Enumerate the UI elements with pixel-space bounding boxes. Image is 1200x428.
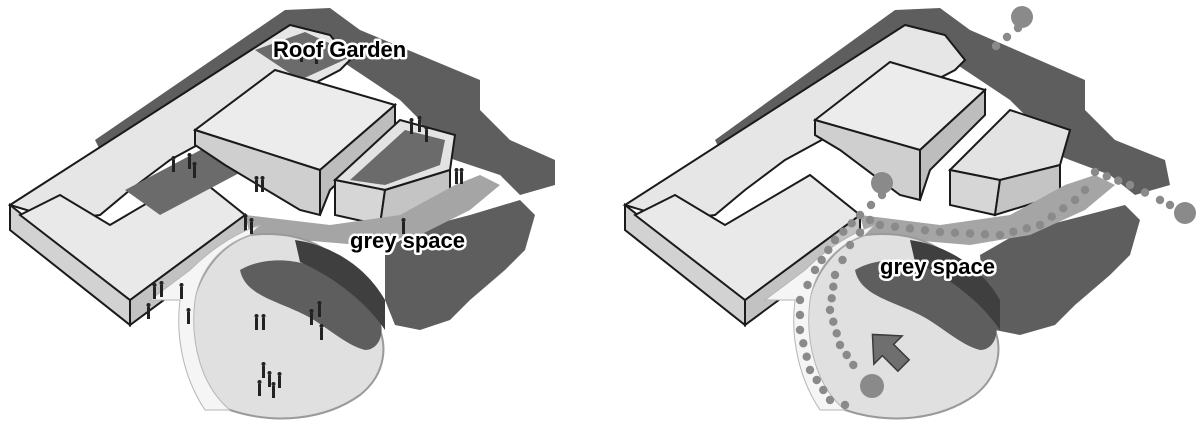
circulation-dot	[1022, 224, 1031, 233]
roof-garden-label: Roof Garden	[273, 37, 406, 62]
circulation-dot	[827, 294, 836, 303]
circulation-dot	[795, 295, 805, 305]
circulation-dot	[905, 224, 915, 233]
circulation-dot	[817, 255, 826, 265]
left-upper-roof-garden	[255, 32, 355, 80]
circulation-dot	[935, 227, 945, 237]
svg-text:grey space: grey space	[880, 254, 995, 279]
right-main-building-roof	[633, 173, 862, 302]
circulation-dot	[839, 227, 848, 236]
circulation-dot	[1165, 200, 1175, 210]
circulation-dot	[1002, 32, 1012, 42]
svg-text:Roof Garden: Roof Garden	[273, 37, 406, 62]
circulation-node-mid	[871, 172, 893, 194]
circulation-dot	[825, 305, 835, 315]
circulation-dot	[824, 245, 833, 255]
circulation-dot	[855, 210, 865, 220]
circulation-dot	[795, 325, 805, 335]
left-curved-stair	[295, 240, 385, 330]
circulation-dot	[1059, 204, 1068, 213]
circulation-dot	[1114, 176, 1123, 185]
circulation-dot	[795, 310, 805, 320]
right-courtyard-shadow	[855, 260, 997, 350]
circulation-dot	[832, 329, 841, 338]
right-curved-stair	[910, 240, 1000, 330]
circulation-dot	[1102, 172, 1111, 181]
circulation-dot	[1125, 180, 1135, 190]
circulation-dot	[1070, 195, 1080, 205]
right-panel: grey space grey space	[622, 6, 1196, 420]
circulation-dot	[1080, 185, 1090, 195]
circulation-dot	[805, 365, 815, 375]
left-grey-space-label: grey space	[350, 228, 465, 253]
circulation-dot	[812, 375, 821, 385]
circulation-dot	[829, 282, 838, 291]
svg-text:grey space: grey space	[350, 228, 465, 253]
circulation-dot	[1155, 195, 1165, 205]
right-center-block-side	[919, 87, 986, 201]
circulation-dot	[920, 226, 930, 235]
circulation-dot	[1035, 220, 1045, 230]
people-silhouette-icon	[146, 46, 464, 398]
circulation-dot	[825, 395, 835, 405]
circulation-dot	[799, 339, 808, 348]
circulation-dot	[810, 265, 820, 275]
circulation-dot	[866, 200, 876, 210]
circulation-dot	[1047, 212, 1056, 221]
circulation-dot	[1009, 227, 1018, 236]
left-panel: Roof Garden Roof Garden grey space grey …	[7, 8, 555, 420]
circulation-dot	[995, 230, 1005, 240]
left-grey-band	[245, 175, 500, 245]
circulation-dots-icon	[795, 23, 1175, 410]
circulation-dot	[865, 215, 875, 225]
right-grey-space-label: grey space	[880, 254, 995, 279]
circulation-dot	[830, 270, 840, 280]
circulation-dot	[840, 400, 850, 410]
circulation-dot	[842, 350, 851, 360]
circulation-dot	[965, 229, 975, 238]
circulation-dot	[849, 360, 858, 370]
direction-arrow-icon	[871, 333, 911, 373]
circulation-dot	[950, 228, 960, 237]
circulation-node-bottom	[860, 374, 884, 398]
circulation-node-right	[1174, 202, 1196, 224]
left-roof-garden-patch	[125, 145, 245, 215]
circulation-dot	[802, 352, 811, 361]
circulation-dot	[847, 219, 856, 228]
left-courtyard-shadow	[240, 260, 382, 350]
circulation-dot	[819, 385, 828, 395]
circulation-dot	[890, 222, 900, 231]
circulation-dot	[1090, 167, 1100, 177]
left-white-path	[148, 224, 261, 411]
circulation-dot	[855, 228, 865, 237]
circulation-dot	[980, 230, 990, 239]
circulation-node-top	[1011, 6, 1033, 28]
circulation-dot	[991, 41, 1001, 51]
circulation-dot	[835, 340, 845, 350]
circulation-dot	[830, 235, 840, 245]
circulation-dot	[845, 240, 855, 250]
left-right-wing-roof-dark	[350, 130, 445, 185]
right-right-ground	[980, 205, 1140, 335]
circulation-dot	[803, 280, 812, 290]
circulation-dot	[875, 220, 885, 230]
circulation-dot	[1140, 188, 1150, 197]
circulation-dot	[838, 255, 847, 265]
circulation-dot	[829, 317, 838, 326]
